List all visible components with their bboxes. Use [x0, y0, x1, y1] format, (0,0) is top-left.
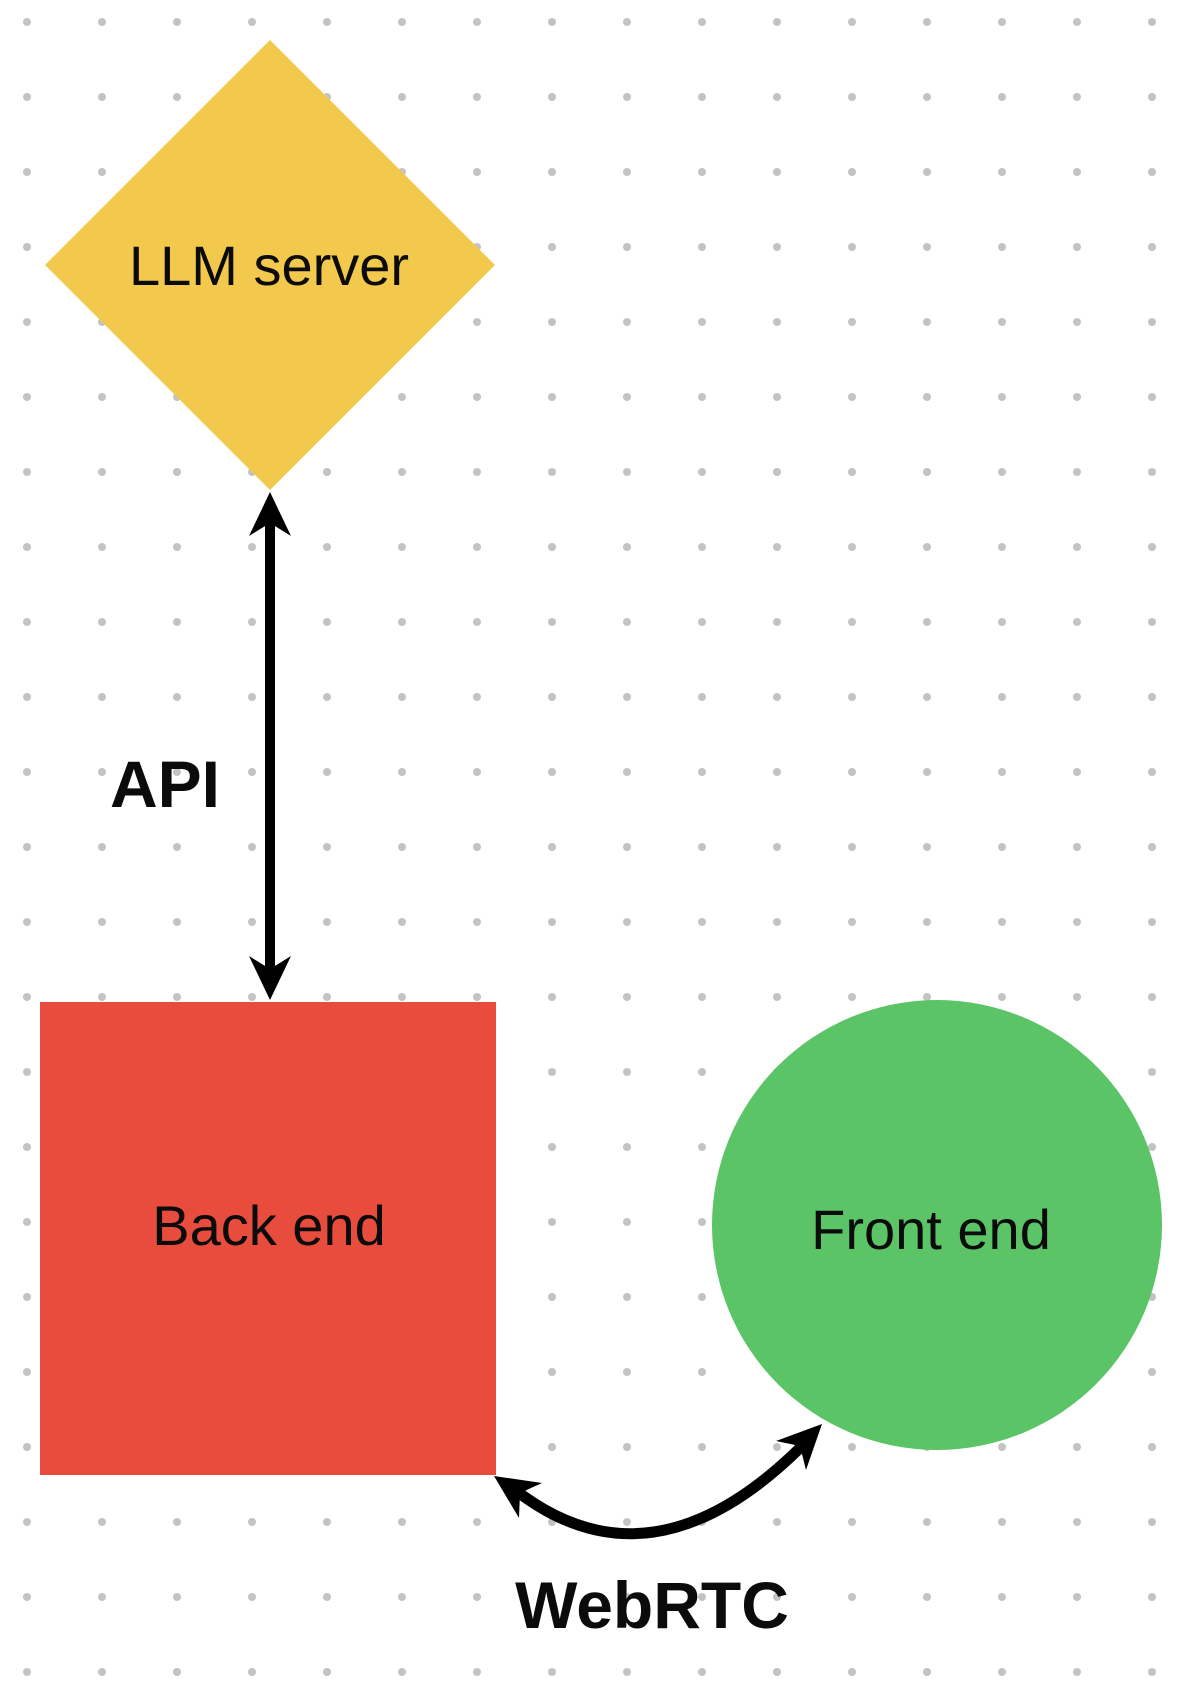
back-end-square-shape[interactable] — [40, 1002, 496, 1475]
webrtc-arrowhead-left — [494, 1476, 542, 1518]
webrtc-arrowhead-right — [776, 1424, 822, 1470]
llm-server-label: LLM server — [129, 234, 409, 297]
node-back-end[interactable]: Back end — [40, 1002, 496, 1475]
node-front-end[interactable]: Front end — [712, 1000, 1162, 1450]
api-connector-label: API — [110, 747, 220, 821]
front-end-circle-shape[interactable] — [712, 1000, 1162, 1450]
connector-api[interactable] — [249, 492, 291, 1000]
api-arrowhead-bottom — [249, 956, 291, 1000]
webrtc-arrow-shaft[interactable] — [510, 1443, 805, 1540]
api-arrowhead-top — [249, 492, 291, 536]
connector-webrtc[interactable] — [494, 1424, 822, 1540]
webrtc-connector-label: WebRTC — [515, 1568, 789, 1642]
llm-server-diamond-shape[interactable] — [45, 40, 495, 490]
front-end-label: Front end — [811, 1198, 1051, 1261]
back-end-label: Back end — [152, 1194, 386, 1257]
node-llm-server[interactable]: LLM server — [45, 40, 495, 490]
